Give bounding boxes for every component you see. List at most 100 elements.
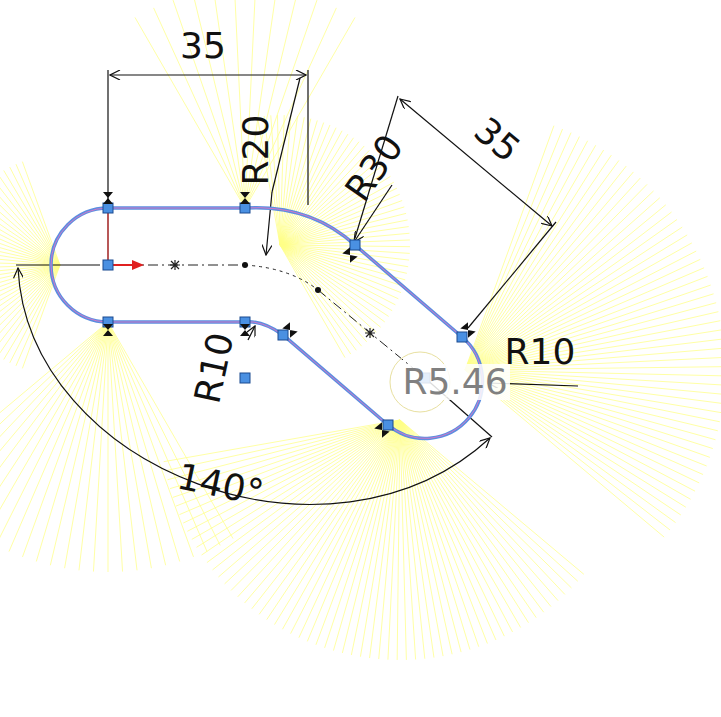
slot-outline-inner bbox=[51, 208, 482, 439]
extension-line bbox=[468, 222, 556, 328]
midpoint-mark bbox=[170, 260, 180, 270]
centerline-arc bbox=[245, 265, 318, 290]
highlight-rays bbox=[0, 0, 721, 660]
highlight-ray bbox=[173, 0, 245, 208]
center-point bbox=[242, 262, 248, 268]
dimension-text: 35 bbox=[468, 111, 526, 168]
highlight-ray bbox=[465, 312, 718, 370]
origin-arrow bbox=[132, 260, 144, 270]
highlight-ray bbox=[154, 8, 245, 208]
highlight-ray bbox=[93, 322, 108, 572]
dimension-text: 140° bbox=[174, 458, 266, 511]
sketch-point bbox=[383, 420, 393, 430]
highlight-ray bbox=[108, 322, 123, 572]
highlight-ray bbox=[465, 219, 677, 370]
highlight-ray bbox=[280, 201, 402, 245]
constraint-marks bbox=[103, 192, 476, 438]
extension-line bbox=[307, 70, 308, 205]
highlight-ray bbox=[50, 322, 108, 565]
highlight-ray bbox=[465, 150, 604, 370]
highlight-ray bbox=[400, 420, 496, 640]
highlight-ray bbox=[135, 17, 245, 208]
highlight-ray bbox=[400, 420, 425, 659]
highlight-ray bbox=[282, 420, 400, 629]
extension-line bbox=[16, 264, 100, 265]
midpoint-marks bbox=[170, 260, 375, 338]
highlight-ray bbox=[400, 420, 578, 581]
highlight-ray bbox=[465, 137, 579, 370]
highlight-ray bbox=[280, 240, 410, 245]
highlight-ray bbox=[333, 420, 400, 651]
tangent-constraint bbox=[240, 324, 250, 336]
extension-lines bbox=[16, 70, 556, 437]
highlight-ray bbox=[465, 235, 687, 370]
highlight-ray bbox=[280, 245, 356, 350]
tangent-constraint bbox=[103, 192, 113, 204]
leader-line bbox=[272, 78, 300, 192]
highlight-ray bbox=[400, 420, 416, 659]
highlight-ray bbox=[280, 245, 351, 354]
highlight-ray bbox=[400, 420, 565, 594]
highlight-ray bbox=[400, 420, 513, 632]
highlight-ray bbox=[400, 420, 406, 660]
highlight-ray bbox=[275, 420, 400, 625]
tangent-constraint bbox=[374, 422, 389, 438]
highlight-ray bbox=[465, 268, 704, 370]
dimension-text: 35 bbox=[180, 28, 226, 64]
highlight-ray bbox=[465, 160, 619, 370]
highlight-ray bbox=[400, 420, 536, 618]
sketch-point bbox=[103, 203, 113, 213]
highlight-ray bbox=[465, 172, 633, 370]
highlight-ray bbox=[108, 322, 109, 572]
highlight-ray bbox=[108, 322, 166, 565]
dimension-line bbox=[110, 74, 306, 75]
sketch-point bbox=[278, 330, 288, 340]
leader-line bbox=[248, 326, 255, 340]
tangent-constraint bbox=[282, 322, 297, 338]
tangent-constraint bbox=[240, 192, 250, 204]
highlight-ray bbox=[108, 322, 194, 557]
leader-line bbox=[266, 192, 272, 255]
center-point bbox=[315, 287, 321, 293]
highlight-ray bbox=[0, 322, 108, 545]
slot-outline bbox=[51, 208, 482, 439]
dimension-text: R10 bbox=[189, 330, 239, 407]
highlight-ray bbox=[280, 245, 362, 346]
highlight-ray bbox=[0, 322, 108, 531]
highlight-ray bbox=[465, 321, 720, 370]
highlight-ray bbox=[465, 166, 626, 370]
highlight-ray bbox=[465, 276, 708, 370]
highlight-ray bbox=[400, 420, 584, 574]
sketch-point bbox=[103, 260, 113, 270]
highlight-ray bbox=[400, 420, 461, 652]
highlight-ray bbox=[280, 245, 367, 342]
highlight-ray bbox=[267, 420, 400, 620]
highlight-ray bbox=[400, 420, 487, 644]
sketch-point bbox=[457, 332, 467, 342]
highlight-ray bbox=[9, 322, 108, 552]
highlight-ray bbox=[108, 322, 151, 568]
sketch-point bbox=[240, 373, 250, 383]
highlight-ray bbox=[465, 294, 714, 370]
highlight-ray bbox=[465, 184, 647, 370]
highlight-ray bbox=[465, 285, 711, 370]
highlight-ray bbox=[307, 420, 400, 641]
highlight-ray bbox=[108, 322, 137, 570]
highlight-ray bbox=[108, 322, 207, 552]
highlight-ray bbox=[164, 420, 400, 462]
highlight-ray bbox=[0, 322, 108, 523]
extension-line bbox=[107, 70, 108, 200]
tangent-constraint bbox=[342, 247, 357, 263]
highlight-ray bbox=[465, 243, 692, 370]
highlight-ray bbox=[0, 322, 108, 494]
highlight-ray bbox=[245, 420, 400, 603]
dimension-line bbox=[400, 99, 552, 226]
highlight-ray bbox=[465, 205, 666, 370]
highlight-ray bbox=[0, 322, 108, 504]
midpoint-mark bbox=[365, 328, 375, 338]
origin-axis bbox=[107, 210, 109, 265]
highlight-ray bbox=[259, 420, 400, 614]
highlight-ray bbox=[0, 322, 108, 483]
